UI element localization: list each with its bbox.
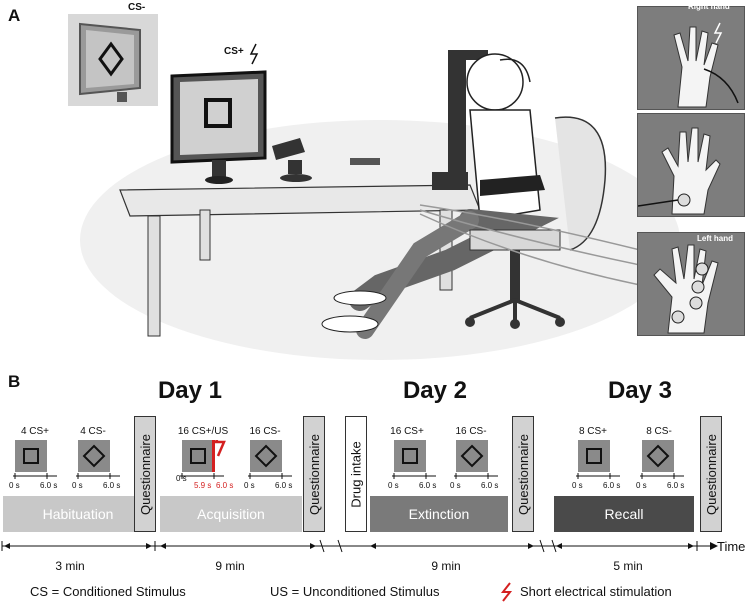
palm-icon [638,114,744,216]
tick-end: 6.0 s [419,481,436,490]
questionnaire-box: Questionnaire [700,416,722,532]
stim-cs-minus [248,440,292,479]
questionnaire-label: Questionnaire [516,434,531,515]
legend-cs: CS = Conditioned Stimulus [30,584,186,599]
tick-us-end: 6.0 s [216,481,233,490]
time-axis [0,536,750,556]
stim-label: 16 CS+/US [168,426,238,437]
duration-recall: 5 min [598,559,658,573]
day-1-heading: Day 1 [130,377,250,405]
stim-cs-plus [392,440,436,479]
tick-start: 0 s [388,481,399,490]
panel-b-letter: B [8,372,20,392]
legend-shock: Short electrical stimulation [520,584,672,599]
stim-cs-plus [576,440,620,479]
stim-label: 4 CS- [68,426,118,437]
questionnaire-box: Questionnaire [512,416,534,532]
phase-recall: Recall [554,496,694,532]
right-hand-icon [638,7,744,109]
stim-cs-plus [13,440,57,479]
tick-end: 6.0 s [667,481,684,490]
tick-start: 0 s [72,481,83,490]
stim-label: 8 CS+ [568,426,618,437]
stimulus-timelines [0,440,750,500]
tick-start: 0 s [450,481,461,490]
right-hand-label: Right hand [688,2,730,11]
tick-start: 0 s [244,481,255,490]
stim-cs-minus [76,440,120,479]
drug-intake-box: Drug intake [345,416,367,532]
left-hand-photo [637,232,745,336]
tick-end: 6.0 s [275,481,292,490]
phase-acquisition: Acquisition [160,496,302,532]
tick-start: 0 s [9,481,20,490]
stim-label: 16 CS+ [382,426,432,437]
right-hand-photo [637,6,745,110]
tick-start: 0 s [176,474,187,483]
day-3-heading: Day 3 [580,377,700,405]
cs-plus-label: CS+ [224,46,244,57]
drug-intake-label: Drug intake [349,441,364,507]
cs-minus-label: CS- [128,2,145,13]
stim-label: 16 CS- [446,426,496,437]
questionnaire-box: Questionnaire [303,416,325,532]
duration-extinction: 9 min [416,559,476,573]
day-2-heading: Day 2 [375,377,495,405]
stim-label: 16 CS- [240,426,290,437]
left-hand-icon [638,233,744,335]
tick-end: 6.0 s [40,481,57,490]
legend-us: US = Unconditioned Stimulus [270,584,439,599]
duration-acquisition: 9 min [200,559,260,573]
tick-start: 0 s [572,481,583,490]
questionnaire-label: Questionnaire [704,434,719,515]
stim-cs-minus [640,440,684,479]
stim-label: 4 CS+ [10,426,60,437]
stim-label: 8 CS- [634,426,684,437]
questionnaire-label: Questionnaire [138,434,153,515]
phase-extinction: Extinction [370,496,508,532]
time-axis-label: Time [717,539,745,554]
tick-start: 0 s [636,481,647,490]
tick-us-onset: 5.9 s [194,481,211,490]
tick-end: 6.0 s [481,481,498,490]
phase-habituation: Habituation [3,496,153,532]
stim-cs-minus [454,440,498,479]
tick-end: 6.0 s [603,481,620,490]
tick-end: 6.0 s [103,481,120,490]
shock-icon [500,582,514,602]
questionnaire-label: Questionnaire [307,434,322,515]
questionnaire-box: Questionnaire [134,416,156,532]
duration-habituation: 3 min [40,559,100,573]
left-hand-label: Left hand [697,234,733,243]
palm-photo [637,113,745,217]
